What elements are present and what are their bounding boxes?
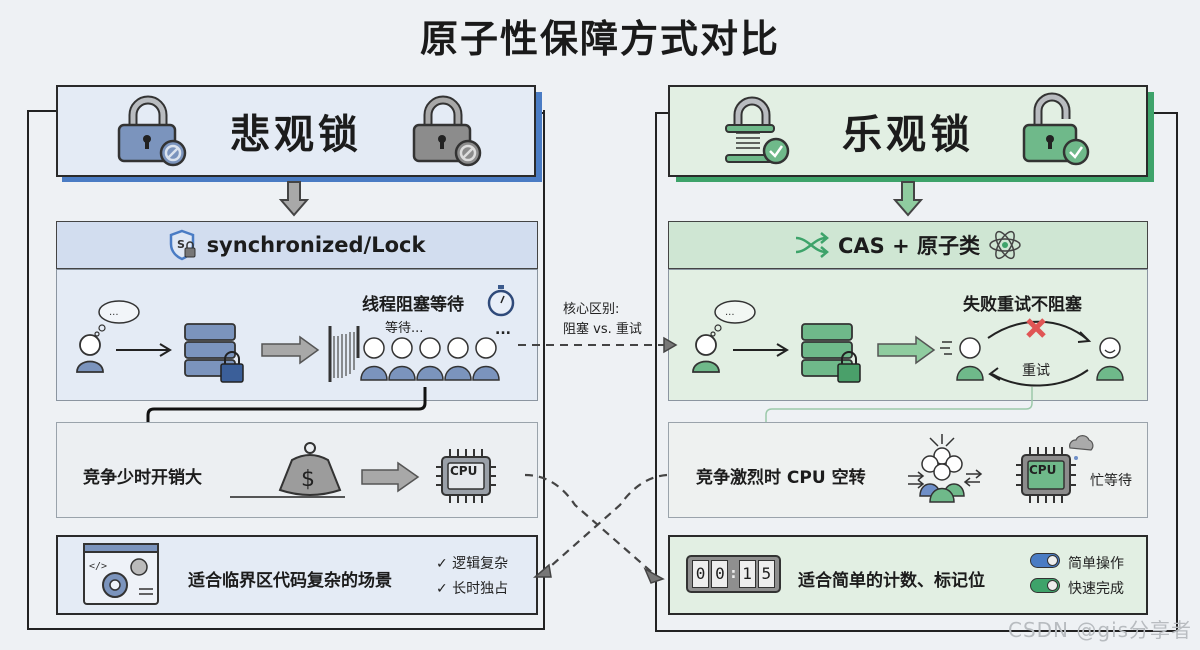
code-gear-window-icon: </> bbox=[83, 543, 159, 605]
optimistic-request-arrow-icon bbox=[733, 343, 789, 357]
counter-display: 0 0 : 1 5 bbox=[686, 555, 781, 593]
contending-threads-icon bbox=[908, 434, 983, 503]
svg-text:S: S bbox=[177, 238, 185, 251]
steam-cloud-icon bbox=[1069, 435, 1094, 460]
pessimistic-mechanism-bar: S synchronized/Lock bbox=[56, 221, 538, 269]
pessimistic-frame bbox=[27, 110, 545, 630]
thread-blocking-label: 线程阻塞等待 bbox=[362, 295, 464, 315]
toggle-simple-op[interactable] bbox=[1030, 553, 1060, 568]
trait-fast-completion: 快速完成 bbox=[1068, 581, 1124, 597]
pessimistic-header-title: 悲观锁 bbox=[230, 112, 362, 158]
busy-cpu-label: CPU bbox=[1029, 463, 1057, 477]
hatched-arrow-icon bbox=[261, 335, 320, 365]
key-difference-line2: 阻塞 vs. 重试 bbox=[563, 322, 642, 337]
optimistic-mechanism-label: CAS + 原子类 bbox=[837, 234, 980, 258]
optimistic-mechanism-bar: CAS + 原子类 bbox=[668, 221, 1148, 269]
locked-resource-server-icon bbox=[184, 323, 244, 383]
cas-failure-x-icon bbox=[1026, 318, 1046, 338]
optimistic-resource-server-icon bbox=[801, 323, 861, 383]
cpu-chip-icon bbox=[436, 449, 496, 503]
atom-icon bbox=[989, 230, 1021, 260]
complex-critical-section-label: 适合临界区代码复杂的场景 bbox=[188, 571, 392, 591]
spring-lock-icon bbox=[725, 96, 790, 165]
more-threads-ellipsis: ... bbox=[495, 322, 511, 338]
watermark: CSDN @gis分享者 bbox=[1008, 618, 1193, 642]
counter-separator: : bbox=[730, 566, 737, 582]
key-difference-line1: 核心区别: bbox=[563, 302, 620, 317]
shield-lock-icon: S bbox=[169, 229, 196, 261]
high-contention-spin-label: 竞争激烈时 CPU 空转 bbox=[696, 468, 866, 488]
svg-text:$: $ bbox=[301, 467, 315, 492]
pessimistic-mechanism-label: synchronized/Lock bbox=[206, 233, 426, 257]
blocked-padlock-icon bbox=[412, 95, 482, 167]
waiting-label: 等待... bbox=[385, 321, 424, 336]
page-title: 原子性保障方式对比 bbox=[419, 17, 780, 61]
right-frame-top-left bbox=[655, 112, 670, 114]
right-frame-top-right bbox=[1140, 112, 1178, 114]
optimistic-thinking-thread-icon: ... bbox=[692, 300, 756, 373]
optimistic-flow-panel bbox=[668, 269, 1148, 401]
cost-arrow-icon bbox=[361, 461, 420, 493]
svg-text:...: ... bbox=[109, 307, 119, 318]
simple-counter-flag-label: 适合简单的计数、标记位 bbox=[798, 571, 985, 591]
low-contention-overhead-label: 竞争少时开销大 bbox=[83, 468, 202, 488]
pessimistic-down-arrow-icon bbox=[278, 181, 310, 217]
optimistic-header-title: 乐观锁 bbox=[842, 112, 974, 158]
green-hatched-arrow-icon bbox=[877, 335, 936, 365]
blocked-thread-faces bbox=[360, 337, 500, 381]
open-padlock-icon bbox=[1022, 92, 1090, 166]
blocking-vs-retry-dashed-arrow bbox=[518, 336, 678, 354]
left-frame-top-left bbox=[27, 110, 57, 112]
trait-long-exclusive: ✓ 长时独占 bbox=[436, 581, 509, 597]
heavy-money-bag-icon: $ bbox=[230, 442, 345, 498]
retry-label: 重试 bbox=[1022, 363, 1050, 379]
cas-retry-loop-icon bbox=[940, 318, 1124, 387]
optimistic-down-arrow-icon bbox=[892, 181, 924, 217]
svg-text:</>: </> bbox=[89, 561, 107, 572]
busy-cpu-chip-icon bbox=[1016, 447, 1076, 503]
counter-digit: 1 bbox=[738, 560, 756, 588]
shuffle-swap-icon bbox=[795, 232, 829, 258]
counter-digit: 5 bbox=[757, 560, 775, 588]
busy-waiting-label: 忙等待 bbox=[1090, 473, 1132, 489]
thinking-thread-person-icon: ... bbox=[76, 300, 140, 373]
counter-digit: 0 bbox=[711, 560, 729, 588]
cpu-label: CPU bbox=[450, 464, 478, 478]
toggle-fast-complete[interactable] bbox=[1030, 578, 1060, 593]
request-arrow-icon bbox=[116, 343, 172, 357]
svg-text:...: ... bbox=[725, 307, 735, 318]
optimistic-frame bbox=[655, 112, 1178, 632]
retry-no-block-label: 失败重试不阻塞 bbox=[963, 295, 1082, 315]
trait-complex-logic: ✓ 逻辑复杂 bbox=[436, 556, 509, 572]
locked-padlock-icon bbox=[117, 95, 187, 167]
trait-simple-operation: 简单操作 bbox=[1068, 556, 1124, 572]
key-difference-label: 核心区别: 阻塞 vs. 重试 bbox=[563, 300, 642, 340]
stopwatch-icon bbox=[487, 285, 515, 317]
blocked-threads-at-gate-icon bbox=[328, 326, 500, 382]
counter-digit: 0 bbox=[692, 560, 710, 588]
crossing-dashed-arrows bbox=[524, 473, 668, 584]
